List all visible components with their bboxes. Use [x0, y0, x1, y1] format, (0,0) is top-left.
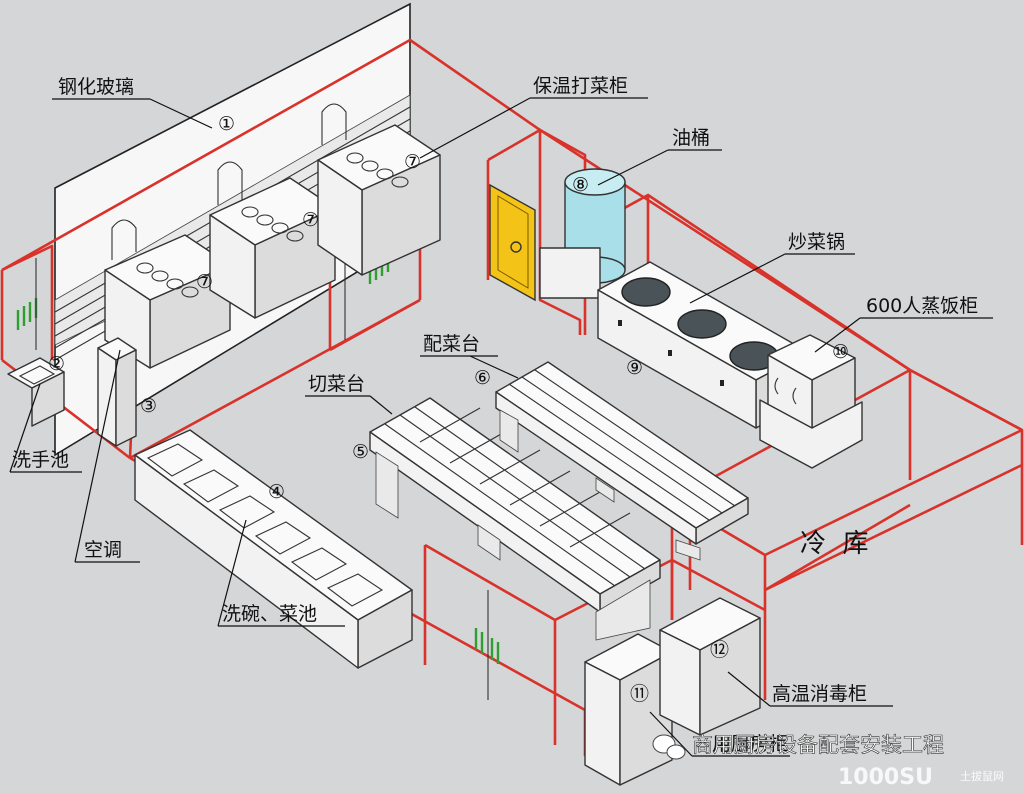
marker-7c: ⑦	[196, 271, 213, 293]
marker-9: ⑨	[626, 357, 643, 379]
label-warm-cabinet: 保温打菜柜	[533, 75, 628, 97]
marker-7a: ⑦	[404, 151, 421, 173]
marker-7b: ⑦	[302, 209, 319, 231]
label-oil-drum: 油桶	[672, 127, 710, 149]
watermark: 商用厨房设备配套安装工程 1000SU 土拔鼠网	[652, 733, 1004, 790]
marker-3: ③	[140, 395, 157, 417]
watermark-site-logo: 1000SU	[838, 765, 933, 789]
number-markers: ① ② ③ ④ ⑤ ⑥ ⑦ ⑦ ⑦ ⑧ ⑨ ⑩ ⑪ ⑫	[48, 113, 849, 705]
marker-12: ⑫	[710, 639, 729, 661]
wechat-icon	[652, 734, 686, 760]
marker-6: ⑥	[474, 367, 491, 389]
label-hand-sink: 洗手池	[12, 449, 69, 471]
watermark-site-name: 土拔鼠网	[960, 769, 1004, 783]
label-cold-storage: 冷 库	[800, 529, 869, 559]
leader-lines	[9, 97, 993, 757]
label-cabinet-11: 用厨房柜	[712, 733, 788, 755]
label-wash-sink: 洗碗、菜池	[222, 603, 317, 625]
label-prep-table: 配菜台	[423, 333, 480, 355]
marker-2: ②	[48, 353, 65, 375]
label-cutting-table: 切菜台	[308, 373, 365, 395]
watermark-channel: 商用厨房设备配套安装工程	[692, 733, 944, 757]
oil-drum	[539, 168, 626, 299]
marker-5: ⑤	[352, 441, 369, 463]
callout-labels: 钢化玻璃 保温打菜柜 油桶 炒菜锅 600人蒸饭柜 配菜台 切菜台 洗手池 空调…	[12, 75, 978, 755]
air-conditioner-unit	[97, 337, 137, 447]
disinfection-cabinets	[584, 597, 761, 786]
marker-10: ⑩	[832, 341, 849, 363]
marker-1: ①	[218, 113, 235, 135]
label-stir-fry-wok: 炒菜锅	[788, 231, 845, 253]
label-air-conditioner: 空调	[84, 539, 122, 561]
rice-steamer-cabinet	[759, 334, 863, 469]
cutting-table	[369, 397, 661, 641]
prep-table	[495, 361, 749, 561]
label-rice-steamer: 600人蒸饭柜	[866, 295, 978, 317]
marker-11: ⑪	[630, 683, 649, 705]
label-tempered-glass: 钢化玻璃	[58, 76, 134, 98]
yellow-door	[489, 183, 536, 302]
label-high-temp-disinfection: 高温消毒柜	[772, 683, 867, 705]
marker-4: ④	[268, 481, 285, 503]
marker-8: ⑧	[572, 174, 589, 196]
wash-sinks	[134, 429, 413, 669]
